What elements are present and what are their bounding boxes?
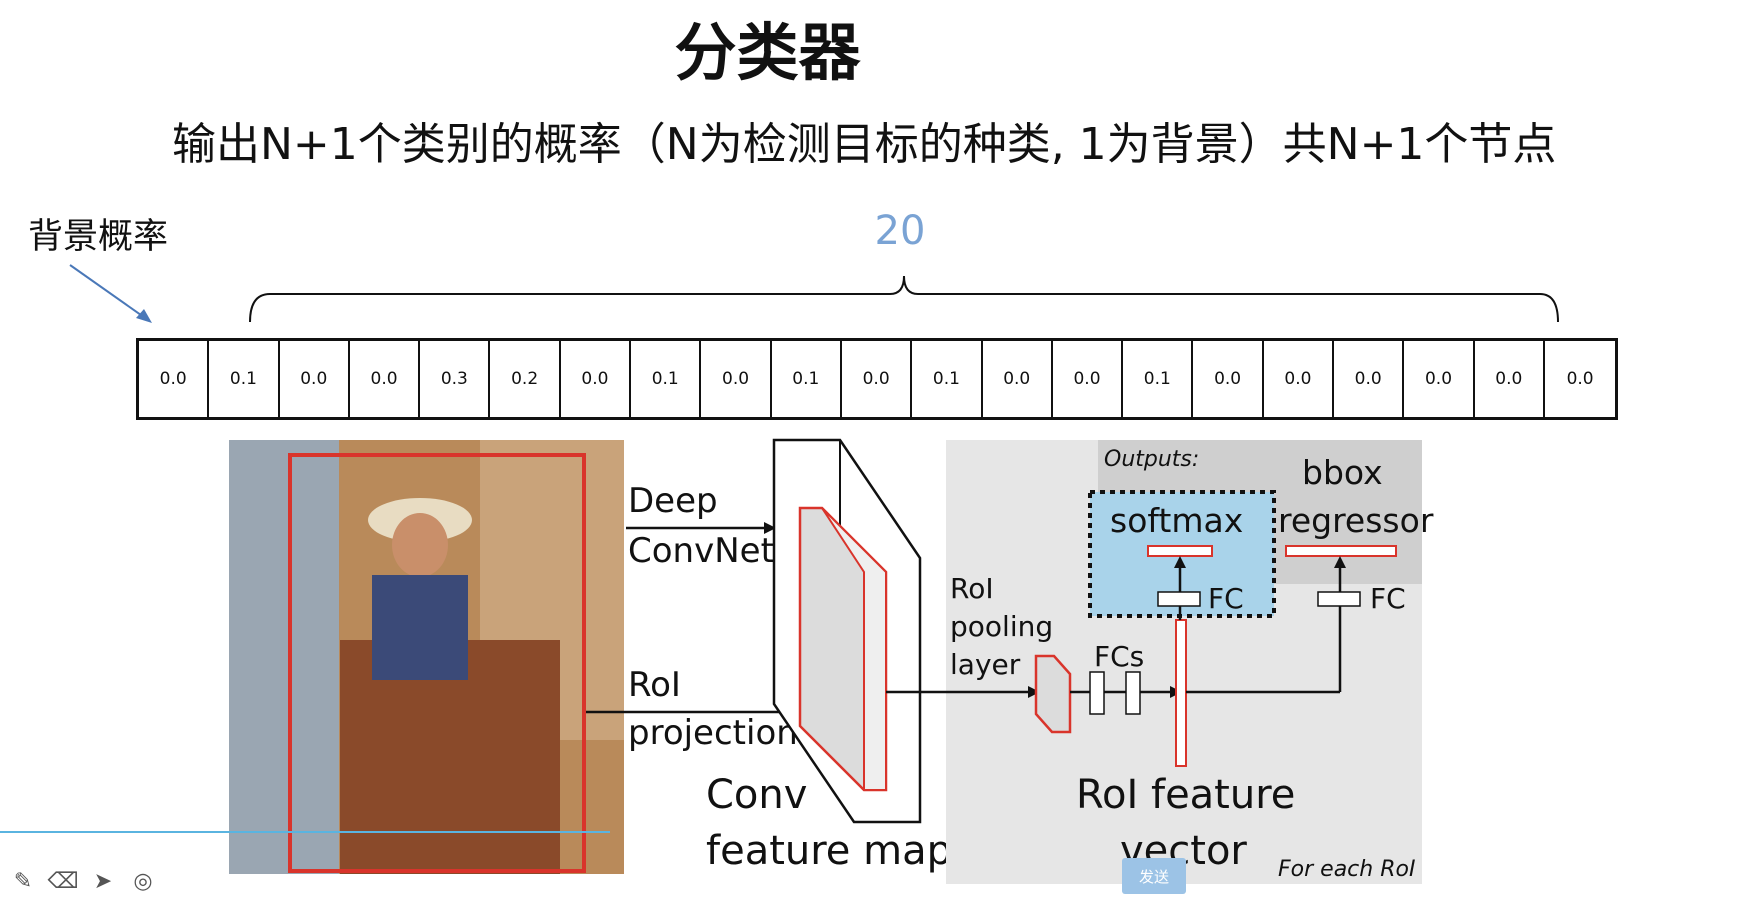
roi-vector-label-1: RoI feature bbox=[1076, 772, 1295, 818]
probability-cell: 0.0 bbox=[561, 341, 632, 417]
background-arrow-head bbox=[136, 309, 152, 323]
probability-cell: 0.0 bbox=[139, 341, 210, 417]
roi-pooling-label-2: pooling bbox=[950, 610, 1053, 643]
bbox-label: bbox bbox=[1302, 453, 1383, 492]
eraser-icon[interactable]: ⌫ bbox=[47, 868, 79, 894]
class-count-label: 20 bbox=[874, 208, 926, 254]
feature-map-label: feature map bbox=[706, 828, 952, 874]
probability-cell: 0.0 bbox=[1193, 341, 1264, 417]
probability-cell: 0.0 bbox=[350, 341, 421, 417]
page-subtitle: 输出N+1个类别的概率（N为检测目标的种类, 1为背景）共N+1个节点 bbox=[172, 119, 1557, 170]
bottom-toolbar: ✎ ⌫ ➤ ◎ bbox=[10, 868, 156, 896]
probability-cell: 0.0 bbox=[280, 341, 350, 417]
probability-cell: 0.1 bbox=[631, 341, 702, 417]
probability-cell: 0.2 bbox=[490, 341, 561, 417]
fc-layer-1 bbox=[1089, 671, 1105, 715]
roi-pooling-label-1: RoI bbox=[950, 572, 994, 605]
convnet-label: ConvNet bbox=[628, 531, 774, 571]
deep-label: Deep bbox=[628, 481, 718, 521]
probability-cell: 0.0 bbox=[1264, 341, 1335, 417]
fc-right-box bbox=[1317, 591, 1361, 607]
probability-cell: 0.0 bbox=[842, 341, 913, 417]
fcs-label: FCs bbox=[1094, 640, 1144, 673]
bbox-output-bar bbox=[1285, 545, 1397, 557]
softmax-dotted-box bbox=[1088, 490, 1276, 618]
probability-cell: 0.0 bbox=[983, 341, 1053, 417]
fc-right-label: FC bbox=[1370, 582, 1406, 615]
roi-feature-vector bbox=[1175, 619, 1187, 767]
probability-cell: 0.1 bbox=[772, 341, 842, 417]
regressor-label: regressor bbox=[1278, 501, 1434, 540]
probability-cell: 0.0 bbox=[1053, 341, 1124, 417]
probability-cell: 0.3 bbox=[420, 341, 491, 417]
class-brace bbox=[249, 275, 1559, 323]
probability-cell: 0.0 bbox=[701, 341, 772, 417]
fc-left-box bbox=[1157, 591, 1201, 607]
roi-pooling-label-3: layer bbox=[950, 648, 1021, 681]
probability-cell: 0.1 bbox=[209, 341, 280, 417]
probability-cell: 0.0 bbox=[1566, 369, 1594, 389]
roi-proj-label-1: RoI bbox=[628, 665, 681, 705]
for-each-roi-label: For each RoI bbox=[1278, 857, 1415, 882]
roi-proj-label-2: projection bbox=[628, 713, 798, 753]
pointer-icon[interactable]: ➤ bbox=[93, 868, 113, 894]
softmax-output-bar bbox=[1147, 545, 1213, 557]
softmax-label: softmax bbox=[1110, 501, 1243, 540]
probability-cell: 0.1 bbox=[1123, 341, 1194, 417]
roi-box-on-photo bbox=[288, 453, 586, 873]
background-probability-label: 背景概率 bbox=[28, 217, 169, 257]
probability-cell: 0.0 bbox=[1334, 341, 1405, 417]
probability-cell: 0.0 bbox=[1404, 341, 1475, 417]
fc-layer-2 bbox=[1125, 671, 1141, 715]
probability-cell: 0.0 bbox=[1475, 341, 1545, 417]
pooled-feature bbox=[1034, 654, 1072, 734]
send-button[interactable]: 发送 bbox=[1122, 858, 1186, 894]
probability-cell: 0.1 bbox=[912, 341, 983, 417]
outputs-label: Outputs: bbox=[1104, 447, 1199, 472]
record-icon[interactable]: ◎ bbox=[133, 868, 153, 894]
fc-left-label: FC bbox=[1208, 582, 1244, 615]
pen-icon[interactable]: ✎ bbox=[13, 868, 33, 894]
page-title: 分类器 bbox=[674, 16, 861, 89]
conv-label: Conv bbox=[706, 772, 807, 818]
background-arrow bbox=[69, 264, 149, 321]
